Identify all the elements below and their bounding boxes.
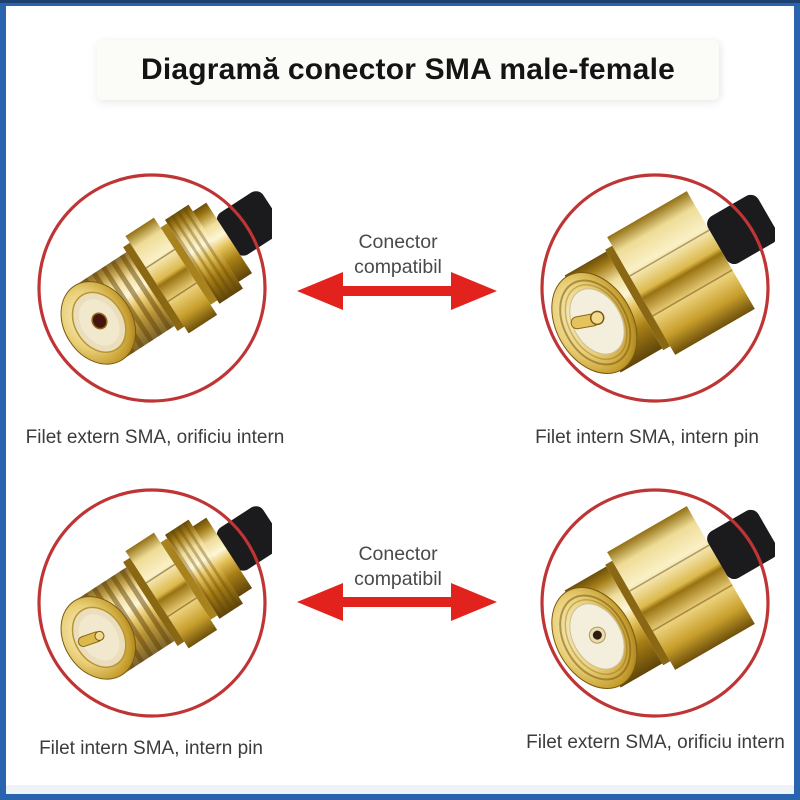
connector-body xyxy=(535,168,775,402)
center-pin-tip xyxy=(589,310,605,326)
sma-female-connector-photo xyxy=(37,168,272,403)
rp-sma-male-connector-photo xyxy=(535,483,775,718)
connector-body xyxy=(535,483,775,717)
bottom-tint-strip xyxy=(6,785,794,794)
highlight-circle xyxy=(540,173,770,403)
caption-sma-male: Filet intern SMA, intern pin xyxy=(535,427,759,448)
compatibility-label: Conector compatibil xyxy=(354,543,442,590)
highlight-circle xyxy=(37,173,267,403)
compatibility-label: Conector compatibil xyxy=(354,231,442,278)
center-hole xyxy=(592,630,602,640)
center-hole xyxy=(91,312,108,330)
double-arrow-icon xyxy=(297,272,497,310)
rp-sma-female-connector-photo xyxy=(37,483,272,718)
caption-rp-sma-female: Filet intern SMA, intern pin xyxy=(39,738,263,759)
connector-body xyxy=(37,168,272,391)
page-title: Diagramă conector SMA male-female xyxy=(140,53,675,86)
sma-male-connector-photo xyxy=(535,168,775,403)
highlight-circle xyxy=(540,488,770,718)
title-plate: Diagramă conector SMA male-female xyxy=(97,40,719,100)
caption-rp-sma-male: Filet extern SMA, orificiu intern xyxy=(526,732,785,753)
connector-body xyxy=(37,483,272,706)
highlight-circle xyxy=(37,488,267,718)
center-pin-tip xyxy=(94,630,105,641)
caption-sma-female: Filet extern SMA, orificiu intern xyxy=(25,427,285,448)
double-arrow-icon xyxy=(297,583,497,621)
